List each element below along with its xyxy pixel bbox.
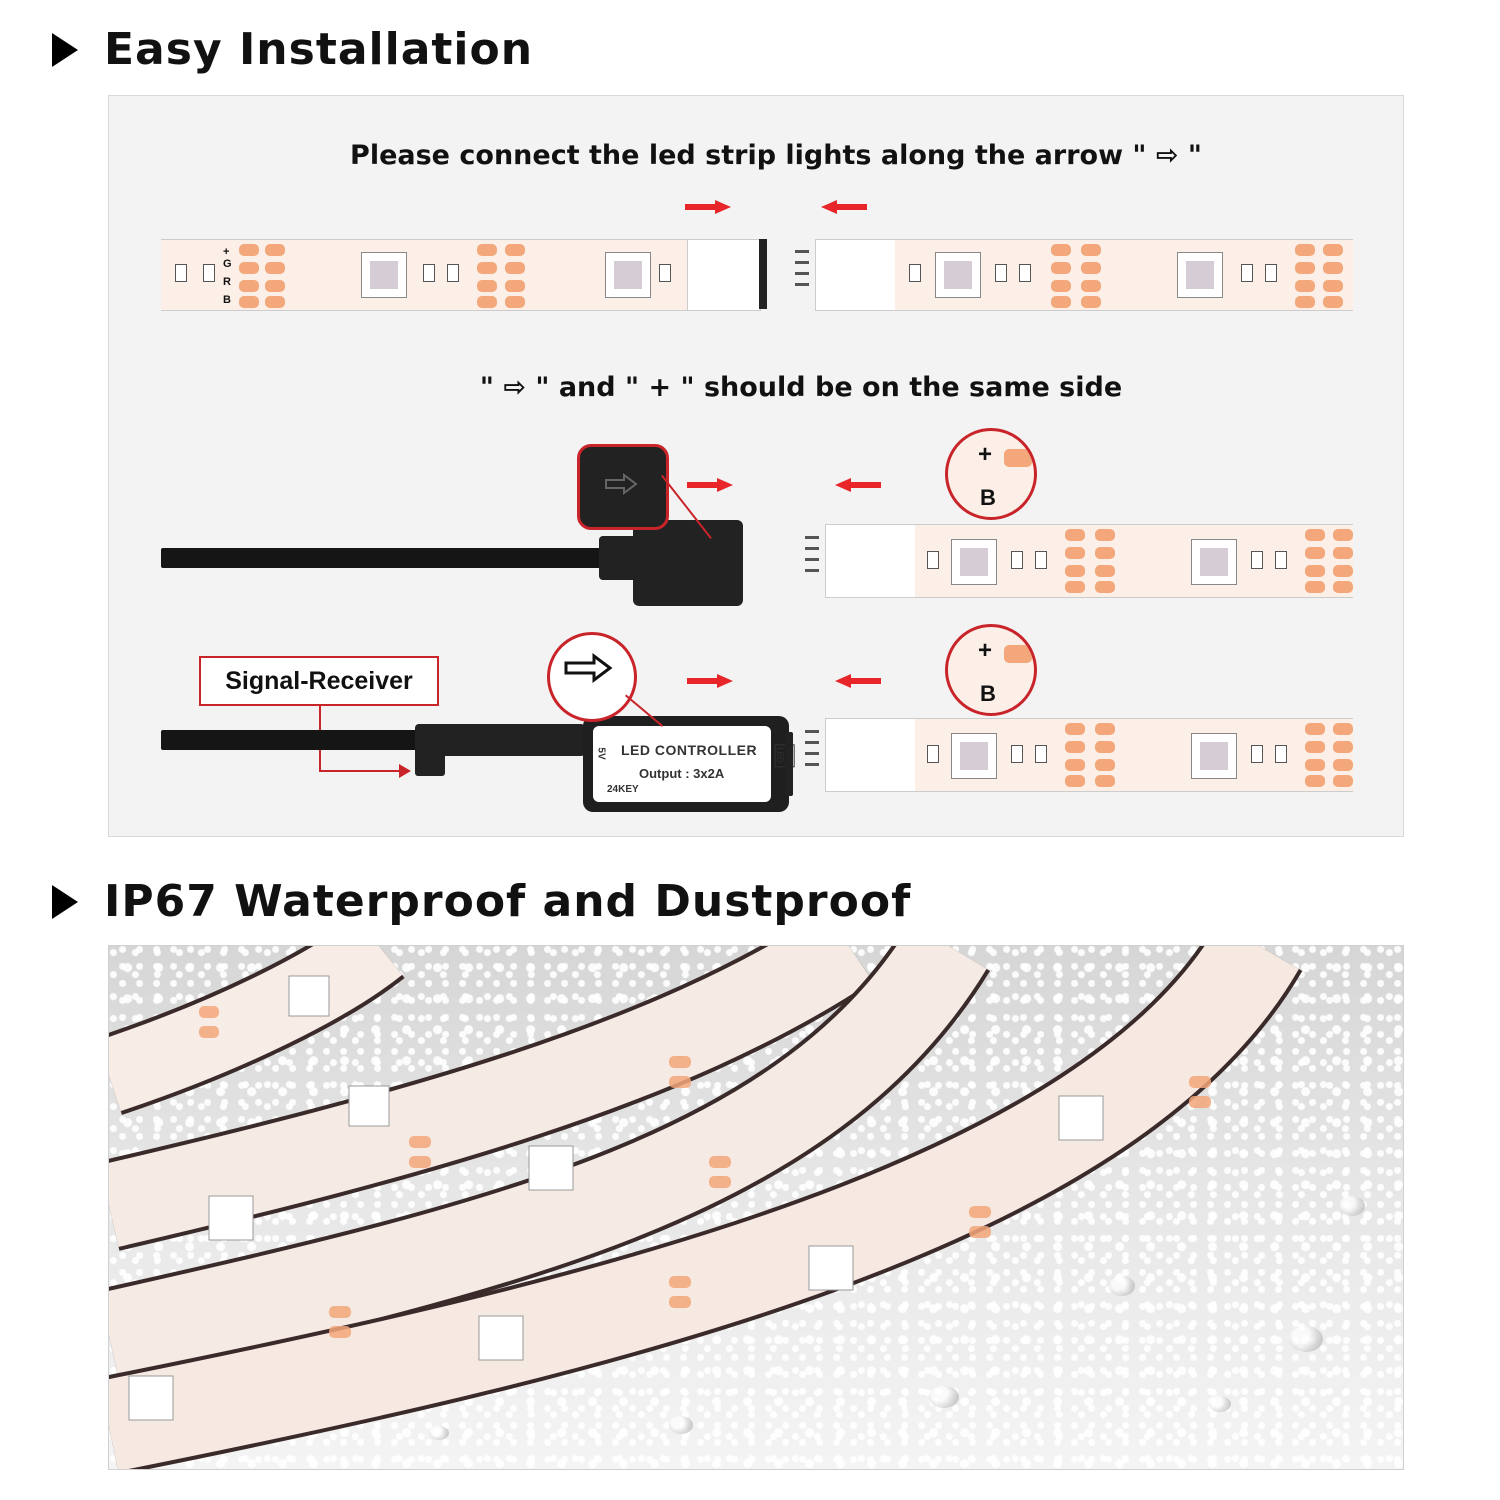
section-title: IP67 Waterproof and Dustproof (104, 876, 912, 927)
water-drop (669, 1416, 693, 1434)
section-heading-waterproof: IP67 Waterproof and Dustproof (52, 876, 911, 927)
cable-strain-relief (599, 536, 639, 580)
same-side-caption: " ⇨ " and " + " should be on the same si… (479, 372, 1123, 403)
power-cable (161, 548, 601, 568)
connector-pins (805, 730, 819, 774)
hollow-arrow-icon (564, 653, 613, 683)
coiled-led-strip (109, 946, 1303, 1469)
led-controller: 5V LED CONTROLLER Output : 3x2A 24KEY RG… (583, 716, 795, 812)
controller-zoom (547, 632, 637, 722)
controller-voltage: 5V (595, 747, 607, 760)
strip-plus-mark: + (223, 246, 230, 258)
plus-mark-zoom: + B (945, 624, 1037, 716)
led-strip-left: + G R B (161, 239, 691, 311)
water-drop (929, 1386, 959, 1408)
strip-start-connector (825, 524, 917, 598)
red-arrow-left-icon (821, 200, 867, 214)
signal-receiver-text: Signal-Receiver (225, 667, 413, 695)
signal-receiver-bump (415, 750, 445, 776)
red-arrow-right-icon (685, 200, 731, 214)
installation-diagram: Please connect the led strip lights alon… (108, 95, 1404, 837)
triangle-bullet-icon (52, 32, 78, 67)
signal-receiver-label: Signal-Receiver (199, 656, 439, 706)
plus-mark-zoom: + B (945, 428, 1037, 520)
water-drop (1339, 1196, 1365, 1216)
strip-b-mark: B (223, 294, 231, 306)
controller-keys: 24KEY (607, 784, 639, 795)
water-drop (1109, 1276, 1135, 1296)
controller-title: LED CONTROLLER (621, 742, 758, 758)
triangle-bullet-icon (52, 884, 78, 919)
zoom-b: B (980, 485, 996, 510)
controller-face: 5V LED CONTROLLER Output : 3x2A 24KEY RG… (593, 726, 795, 802)
led-strip-row2 (915, 524, 1353, 598)
connector-pins (805, 536, 819, 580)
strip-end-cap (759, 239, 767, 309)
strip-r-mark: R (223, 276, 231, 288)
strip-start-connector (825, 718, 917, 792)
connect-caption: Please connect the led strip lights alon… (350, 140, 1202, 171)
controller-output: Output : 3x2A (639, 766, 725, 781)
connector-pins (795, 250, 809, 294)
zoom-plus: + (978, 637, 993, 664)
strip-g-mark: G (223, 258, 232, 270)
hollow-arrow-icon (605, 473, 638, 495)
water-drop (1289, 1326, 1323, 1352)
female-connector (633, 520, 743, 606)
red-arrow-left-icon (835, 478, 881, 492)
strip-start-connector (815, 239, 897, 311)
waterproof-photo (108, 945, 1404, 1470)
controller-cable (161, 730, 421, 750)
receiver-leader-horizontal (319, 770, 403, 772)
section-title: Easy Installation (104, 24, 534, 75)
water-drop (429, 1426, 449, 1440)
red-arrow-right-icon (687, 674, 733, 688)
controller-output-port (785, 732, 793, 796)
water-drop (1209, 1396, 1231, 1412)
red-arrow-right-icon (687, 478, 733, 492)
zoom-b: B (980, 681, 996, 706)
zoom-plus: + (978, 441, 993, 468)
red-arrow-left-icon (835, 674, 881, 688)
section-heading-installation: Easy Installation (52, 24, 533, 75)
strip-end-connector (687, 239, 761, 311)
led-strip-right (895, 239, 1353, 311)
connector-zoom (577, 444, 669, 530)
receiver-pointer-icon (399, 764, 411, 778)
led-strip-row3 (915, 718, 1353, 792)
